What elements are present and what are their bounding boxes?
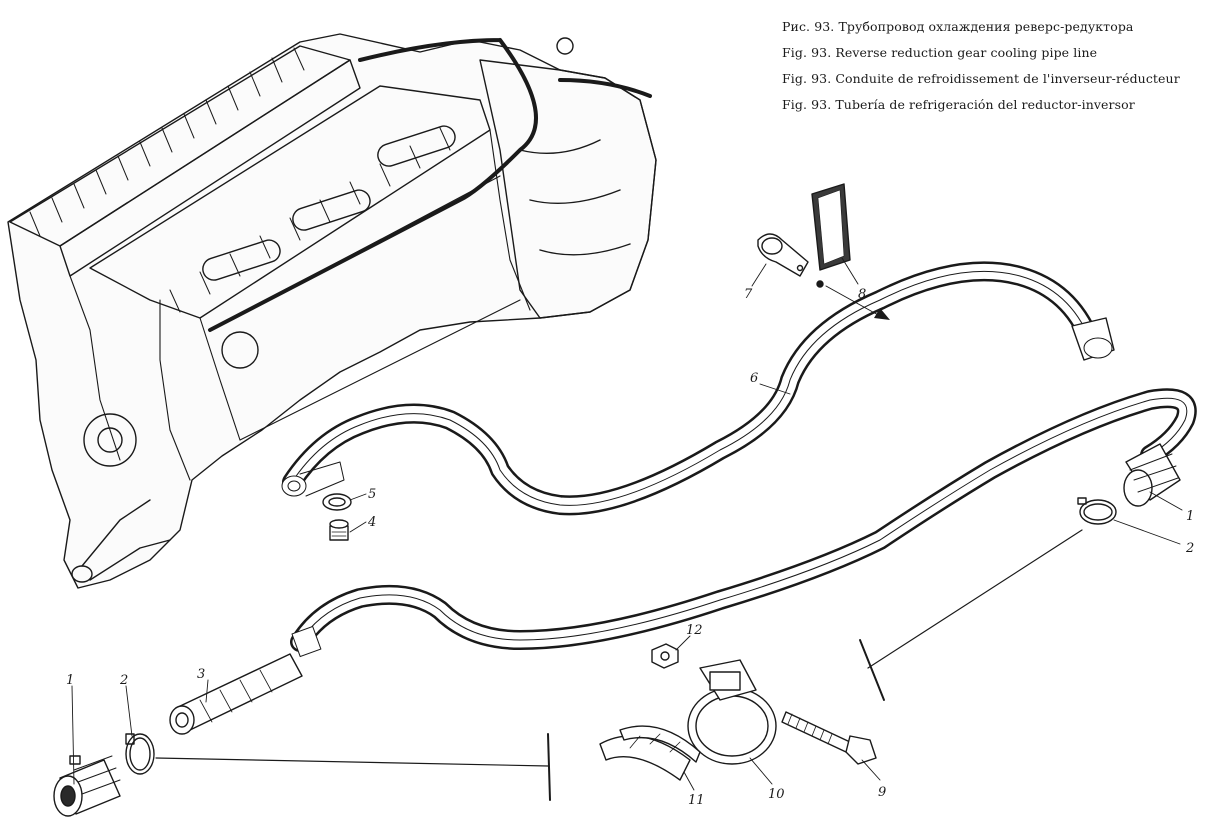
part-7-clip [757, 233, 809, 277]
figure-caption: Рис. 93. Трубопровод охлаждения реверс-р… [782, 14, 1202, 118]
part-3-hose [169, 653, 303, 735]
part-1-right-connector [1123, 443, 1181, 507]
cylinder-head-left-lower [59, 59, 361, 277]
callout-1-left: 1 [66, 673, 74, 688]
callout-8: 8 [858, 287, 866, 302]
intake-ports [202, 125, 456, 281]
part-9-bolt [781, 711, 877, 765]
head-ribs [29, 47, 305, 237]
assembly-arrow [825, 285, 881, 317]
part-2-right-clamp [1077, 497, 1117, 525]
part-2-left-clamp [125, 733, 155, 775]
callout-3: 3 [197, 667, 205, 682]
caption-line-fr: Fig. 93. Conduite de refroidissement de … [782, 71, 1180, 86]
pipe-6-left-end-bore [287, 480, 301, 492]
callout-2-left: 2 [119, 673, 128, 688]
callout-9: 9 [878, 785, 886, 800]
pipe-6-right-end [1083, 337, 1113, 359]
front-flange-inner [97, 427, 123, 453]
callout-numbers: 1 2 3 4 5 6 7 8 9 10 11 12 1 2 [66, 287, 1194, 808]
pipe-6-highlight [291, 270, 1091, 506]
part-1-left-connector [53, 755, 121, 817]
pipe-6 [281, 261, 1115, 516]
lower-pipe-end-hose [291, 625, 322, 658]
engine-illustration [7, 33, 657, 589]
lower-pipe [290, 388, 1197, 658]
caption-line-ru: Рис. 93. Трубопровод охлаждения реверс-р… [782, 19, 1134, 34]
part-8-pad [811, 183, 851, 288]
callout-10: 10 [768, 787, 785, 802]
callout-7: 7 [744, 287, 753, 302]
pump-body [221, 331, 259, 369]
lifting-eye [556, 37, 574, 55]
pipe-6-left-fitting [299, 461, 345, 497]
assembly-bracket-right [859, 529, 1083, 701]
pipe-6-left-end [281, 475, 307, 497]
caption-line-en: Fig. 93. Reverse reduction gear cooling … [782, 45, 1098, 60]
gearbox-housing [479, 59, 657, 319]
head-ribs-right [169, 127, 451, 313]
part-5-washer [322, 493, 352, 511]
part-12-nut [651, 643, 679, 669]
callout-12: 12 [686, 623, 703, 638]
engine-cooling-pipe [208, 38, 538, 332]
part-4-plug [329, 519, 349, 541]
lower-pipe-highlight [299, 397, 1188, 643]
front-flange [83, 413, 137, 467]
callout-11: 11 [688, 793, 705, 808]
assembly-bracket-lower [155, 733, 551, 801]
front-pipes [81, 499, 171, 581]
part-11-liner [599, 725, 701, 781]
part-10-clamp-band [687, 659, 777, 765]
callout-5: 5 [368, 487, 376, 502]
caption-line-es: Fig. 93. Tubería de refrigeración del re… [782, 97, 1135, 112]
gearbox-detail [519, 139, 631, 256]
callout-1-right: 1 [1186, 509, 1194, 524]
engine-cooling-pipe-rear [558, 78, 652, 98]
leader-lines [71, 257, 1183, 791]
callout-2-right: 2 [1185, 541, 1194, 556]
callout-6: 6 [750, 371, 758, 386]
callout-4: 4 [367, 515, 376, 530]
assembly-arrowhead [874, 308, 890, 320]
